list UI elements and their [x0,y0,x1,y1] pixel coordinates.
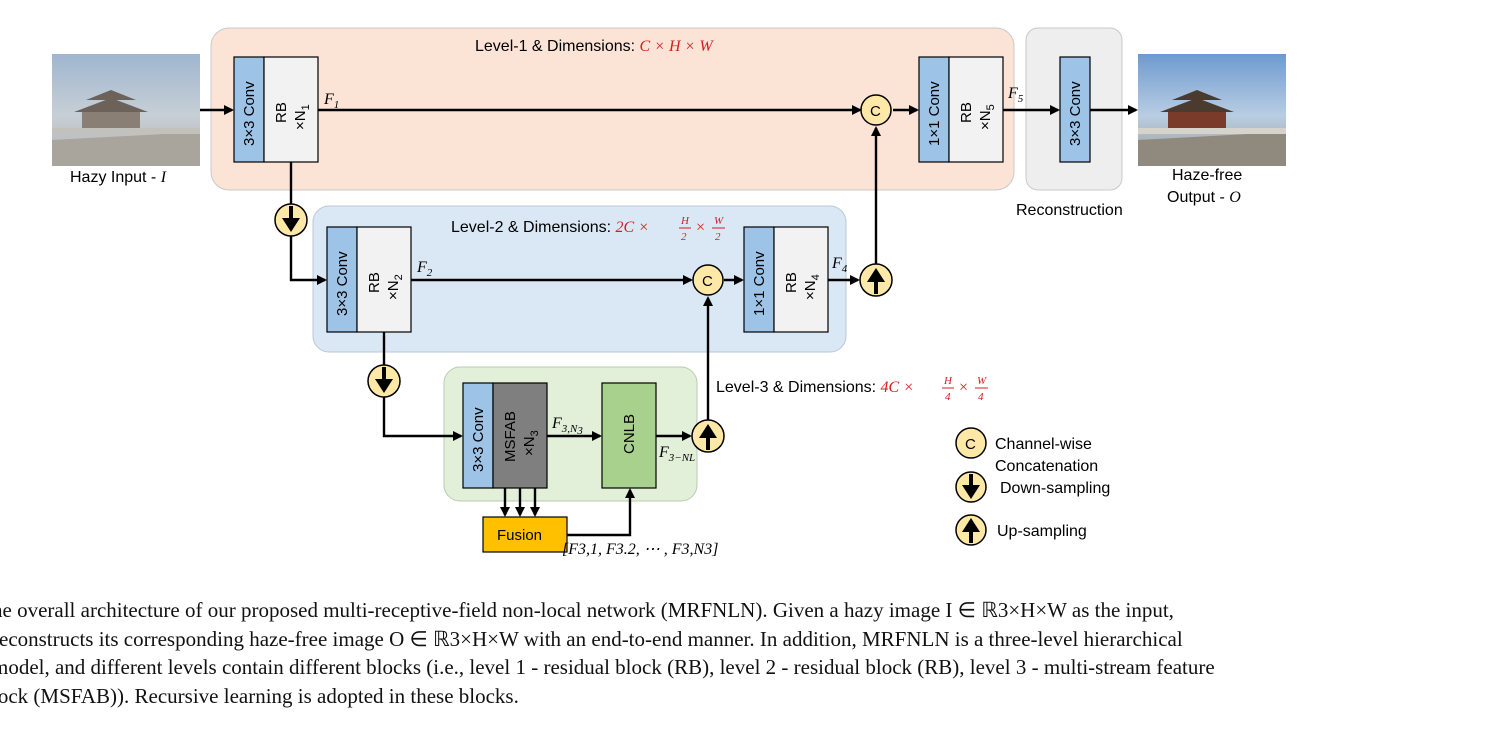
feature-f3n3: F3,N3 [551,415,583,437]
level2-rb-n: ×N2 [385,274,405,300]
caption-line-4: lock (MSFAB)). Recursive learning is ado… [0,683,519,708]
caption-line-2: reconstructs its corresponding haze-free… [0,626,1183,651]
caption-line-3: model, and different levels contain diff… [0,655,1215,679]
level2-rb2-block [773,226,829,333]
down-sampling-node-1 [274,203,308,237]
reconstruction-label: Reconstruction [1016,202,1123,219]
level2-conv3-text: 3×3 Conv [334,251,351,316]
svg-text:W: W [977,375,987,387]
svg-text:2: 2 [681,231,687,243]
recon-conv3-block [1059,56,1091,163]
down-sampling-node-2 [367,364,401,398]
svg-text:×: × [958,379,969,396]
feature-f4: F4 [831,255,848,275]
feature-f1: F1 [323,91,339,111]
svg-text:W: W [714,215,724,227]
legend-down-icon [955,471,987,503]
level1-rb-n: ×N1 [292,104,312,130]
legend-up-icon [955,514,987,546]
output-label-line2: Output - O [1167,189,1241,206]
svg-text:4: 4 [978,391,984,403]
level1-rb2-n: ×N5 [977,104,997,130]
level2-title: Level-2 & Dimensions: 2C × [451,219,649,236]
level1-rb-text: RB [273,102,290,123]
up-sampling-node-2 [691,419,725,453]
connections [200,105,1138,537]
level1-conv1-text: 1×1 Conv [926,81,943,146]
level3-conv3-text: 3×3 Conv [470,407,487,472]
svg-text:4: 4 [945,391,951,403]
fusion-text: Fusion [497,527,542,544]
level1-conv1-block [918,56,950,163]
level1-conv3-block [233,56,265,163]
level1-rb2-text: RB [958,102,975,123]
msfab-text: MSFAB [502,411,519,462]
concat-node-level2: C [692,264,724,296]
hazy-input-label: Hazy Input - I [70,169,167,186]
msfab-block [492,382,548,489]
level3-title: Level-3 & Dimensions: 4C × [716,379,914,396]
fusion-feature-list: [F3,1, F3.2, ⋯ , F3,N3] [562,541,718,558]
feature-f3nl: F3−NL [658,444,695,464]
caption-line-1: he overall architecture of our proposed … [0,598,1174,622]
level1-rb2-block [948,56,1004,163]
level2-rb-block [356,226,412,333]
svg-text:H: H [943,375,953,387]
hazy-input-image [52,54,200,166]
svg-text:C: C [702,273,713,290]
legend: C Channel-wise Concatenation Down-sampli… [955,427,1110,546]
level2-rb-text: RB [366,272,383,293]
level2-rb2-n: ×N4 [802,274,822,300]
svg-text:2: 2 [715,231,721,243]
legend-concat-icon: C [955,427,987,459]
svg-text:C: C [965,436,976,453]
legend-concat-label-1: Channel-wise [995,436,1092,453]
svg-text:×: × [695,219,706,236]
output-label-line1: Haze-free [1172,167,1242,184]
legend-down-label: Down-sampling [1000,480,1110,497]
figure-caption: he overall architecture of our proposed … [0,596,1440,710]
haze-free-output-image [1138,54,1286,166]
svg-text:C: C [870,103,881,120]
concat-node-level1: C [860,94,892,126]
feature-f5: F5 [1007,85,1024,105]
level1-title: Level-1 & Dimensions: C × H × W [475,38,714,55]
legend-concat-label-2: Concatenation [995,458,1098,475]
svg-text:H: H [680,215,690,227]
level2-rb2-text: RB [783,272,800,293]
legend-up-label: Up-sampling [997,523,1087,540]
feature-f2: F2 [416,259,433,279]
level2-fraction-h: H 2 × W 2 [679,215,725,243]
recon-conv3-text: 3×3 Conv [1067,81,1084,146]
level3-fraction: H 4 × W 4 [942,375,988,403]
level2-conv3-block [326,226,358,333]
level2-conv1-text: 1×1 Conv [751,251,768,316]
cnlb-text: CNLB [621,414,638,454]
up-sampling-node-1 [859,263,893,297]
level1-conv3-text: 3×3 Conv [241,81,258,146]
msfab-n: ×N3 [521,430,541,456]
